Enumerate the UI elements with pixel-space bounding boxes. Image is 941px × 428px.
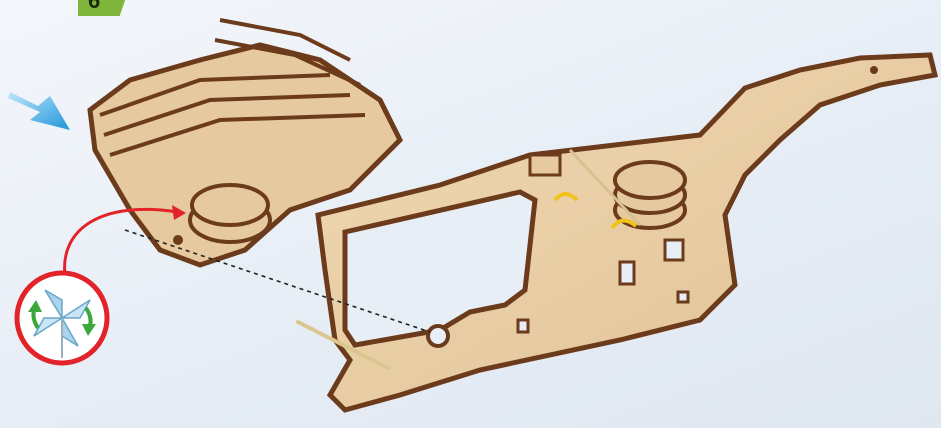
frame-plate — [318, 55, 935, 410]
blue-arrow-icon — [8, 92, 70, 130]
